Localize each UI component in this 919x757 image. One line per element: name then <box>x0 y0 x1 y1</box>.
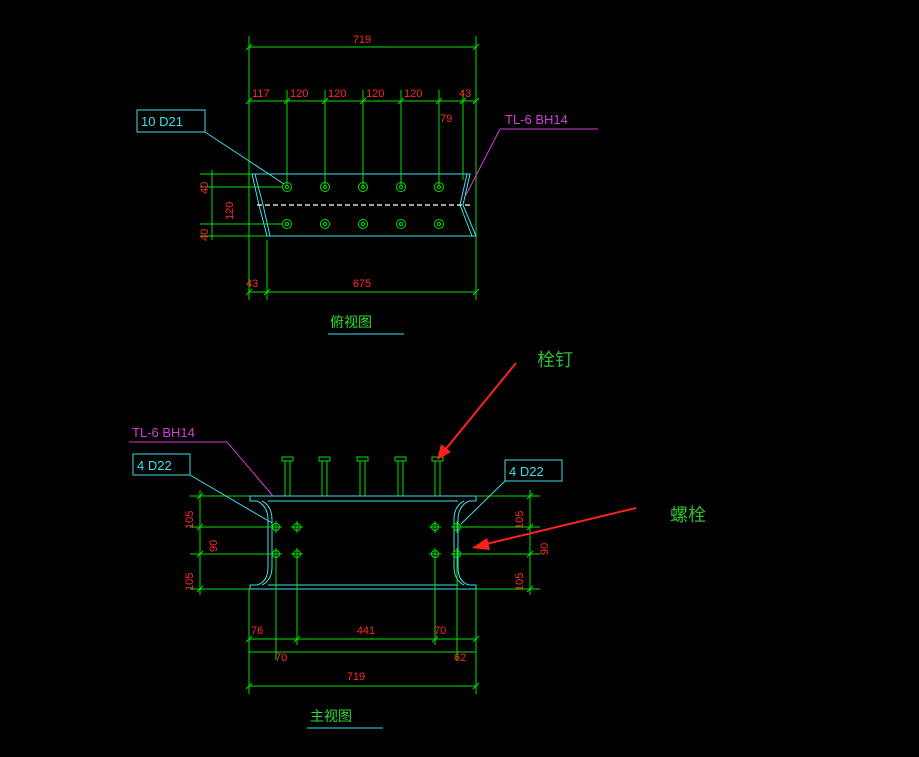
top-view: 719 117 120 120 120 120 43 79 43 675 40 … <box>136 34 598 335</box>
stud-annotation: 栓钉 <box>537 350 573 370</box>
top-dim-total: 719 <box>353 34 371 46</box>
front-dim-441: 441 <box>357 625 375 637</box>
front-bolt-callout-right-box <box>504 459 563 482</box>
stud-arrow-head <box>437 444 451 460</box>
front-dim-76: 76 <box>251 625 263 637</box>
top-dim-left-a: 40 <box>199 182 211 194</box>
annotations: 栓钉 螺栓 <box>437 350 706 550</box>
top-dim-seg-1: 117 <box>252 88 270 100</box>
front-dim-70b: 70 <box>275 652 287 664</box>
bolt-annotation: 螺栓 <box>670 505 706 525</box>
top-bolt-callout: 10 D21 <box>141 114 183 129</box>
top-view-title: 俯视图 <box>330 314 372 330</box>
studs <box>281 456 444 496</box>
front-bolt-callout-right: 4 D22 <box>509 464 544 479</box>
top-dim-left-b: 120 <box>224 202 236 220</box>
top-dim-left-c: 40 <box>199 229 211 241</box>
front-dim-70a: 70 <box>434 625 446 637</box>
top-bolt-callout-box <box>136 109 206 133</box>
beam-outline <box>249 495 477 590</box>
front-dim-right-bot: 105 <box>514 573 526 591</box>
top-dim-seg-4: 120 <box>366 88 384 100</box>
front-bolt-callout-left-box <box>132 453 191 476</box>
top-dim-seg-6: 43 <box>459 88 471 100</box>
top-dim-79: 79 <box>440 113 452 125</box>
front-member-label: TL-6 BH14 <box>132 425 195 440</box>
top-member-label: TL-6 BH14 <box>505 112 568 127</box>
top-dim-seg-5: 120 <box>404 88 422 100</box>
front-dim-left-bot: 105 <box>184 573 196 591</box>
front-view-title: 主视图 <box>310 708 352 724</box>
front-dim-right-top: 105 <box>514 511 526 529</box>
top-dim-bottom: 675 <box>353 278 371 290</box>
front-dim-total: 719 <box>347 671 365 683</box>
front-dim-left-top: 105 <box>184 511 196 529</box>
bolt-arrow-head <box>472 538 490 550</box>
front-bolt-callout-left: 4 D22 <box>137 458 172 473</box>
front-dim-right-mid: 90 <box>539 543 551 555</box>
top-dim-bottom-left: 43 <box>246 278 258 290</box>
bolt-arrow <box>485 507 637 545</box>
front-view: 105 90 105 105 90 105 76 441 70 70 62 71… <box>129 425 563 729</box>
top-dim-seg-2: 120 <box>290 88 308 100</box>
bolts <box>270 521 463 560</box>
front-dim-left-mid: 90 <box>208 540 220 552</box>
top-dim-seg-3: 120 <box>328 88 346 100</box>
stud-arrow <box>444 362 517 451</box>
front-dim-62: 62 <box>454 652 466 664</box>
